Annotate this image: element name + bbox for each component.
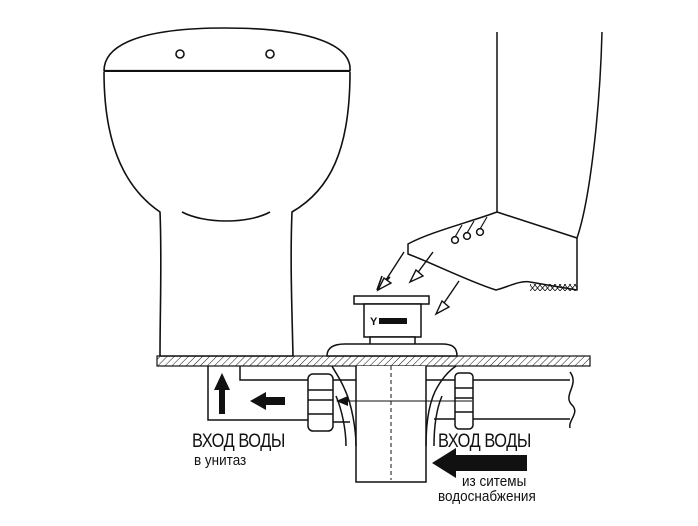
toilet-inlet-pipe	[207, 366, 356, 432]
supply-inlet-subtitle-1: из ситемы	[462, 473, 527, 490]
supply-pipe	[426, 371, 576, 430]
flow-arrow-icon	[336, 396, 348, 406]
toilet-inlet-title: ВХОД ВОДЫ	[192, 431, 285, 452]
valve-body	[331, 365, 457, 483]
toilet-icon	[103, 27, 351, 357]
flow-arrows	[214, 373, 527, 478]
foot-icon	[407, 31, 603, 291]
supply-arrow-icon	[432, 448, 527, 478]
press-arrows	[376, 251, 460, 316]
floor-slab	[156, 355, 591, 367]
press-arrow-icon	[408, 251, 434, 284]
supply-inlet-subtitle-2: водоснабжения	[438, 488, 536, 505]
flow-arrow-up-icon	[214, 373, 230, 414]
press-arrow-icon	[434, 280, 460, 316]
supply-inlet-title: ВХОД ВОДЫ	[438, 431, 531, 452]
valve-brand-label: Y	[370, 316, 378, 328]
foot-valve: Y	[326, 295, 458, 357]
flow-arrow-left-icon	[250, 392, 285, 410]
press-arrow-icon	[376, 251, 405, 292]
toilet-inlet-subtitle: в унитаз	[194, 452, 247, 469]
